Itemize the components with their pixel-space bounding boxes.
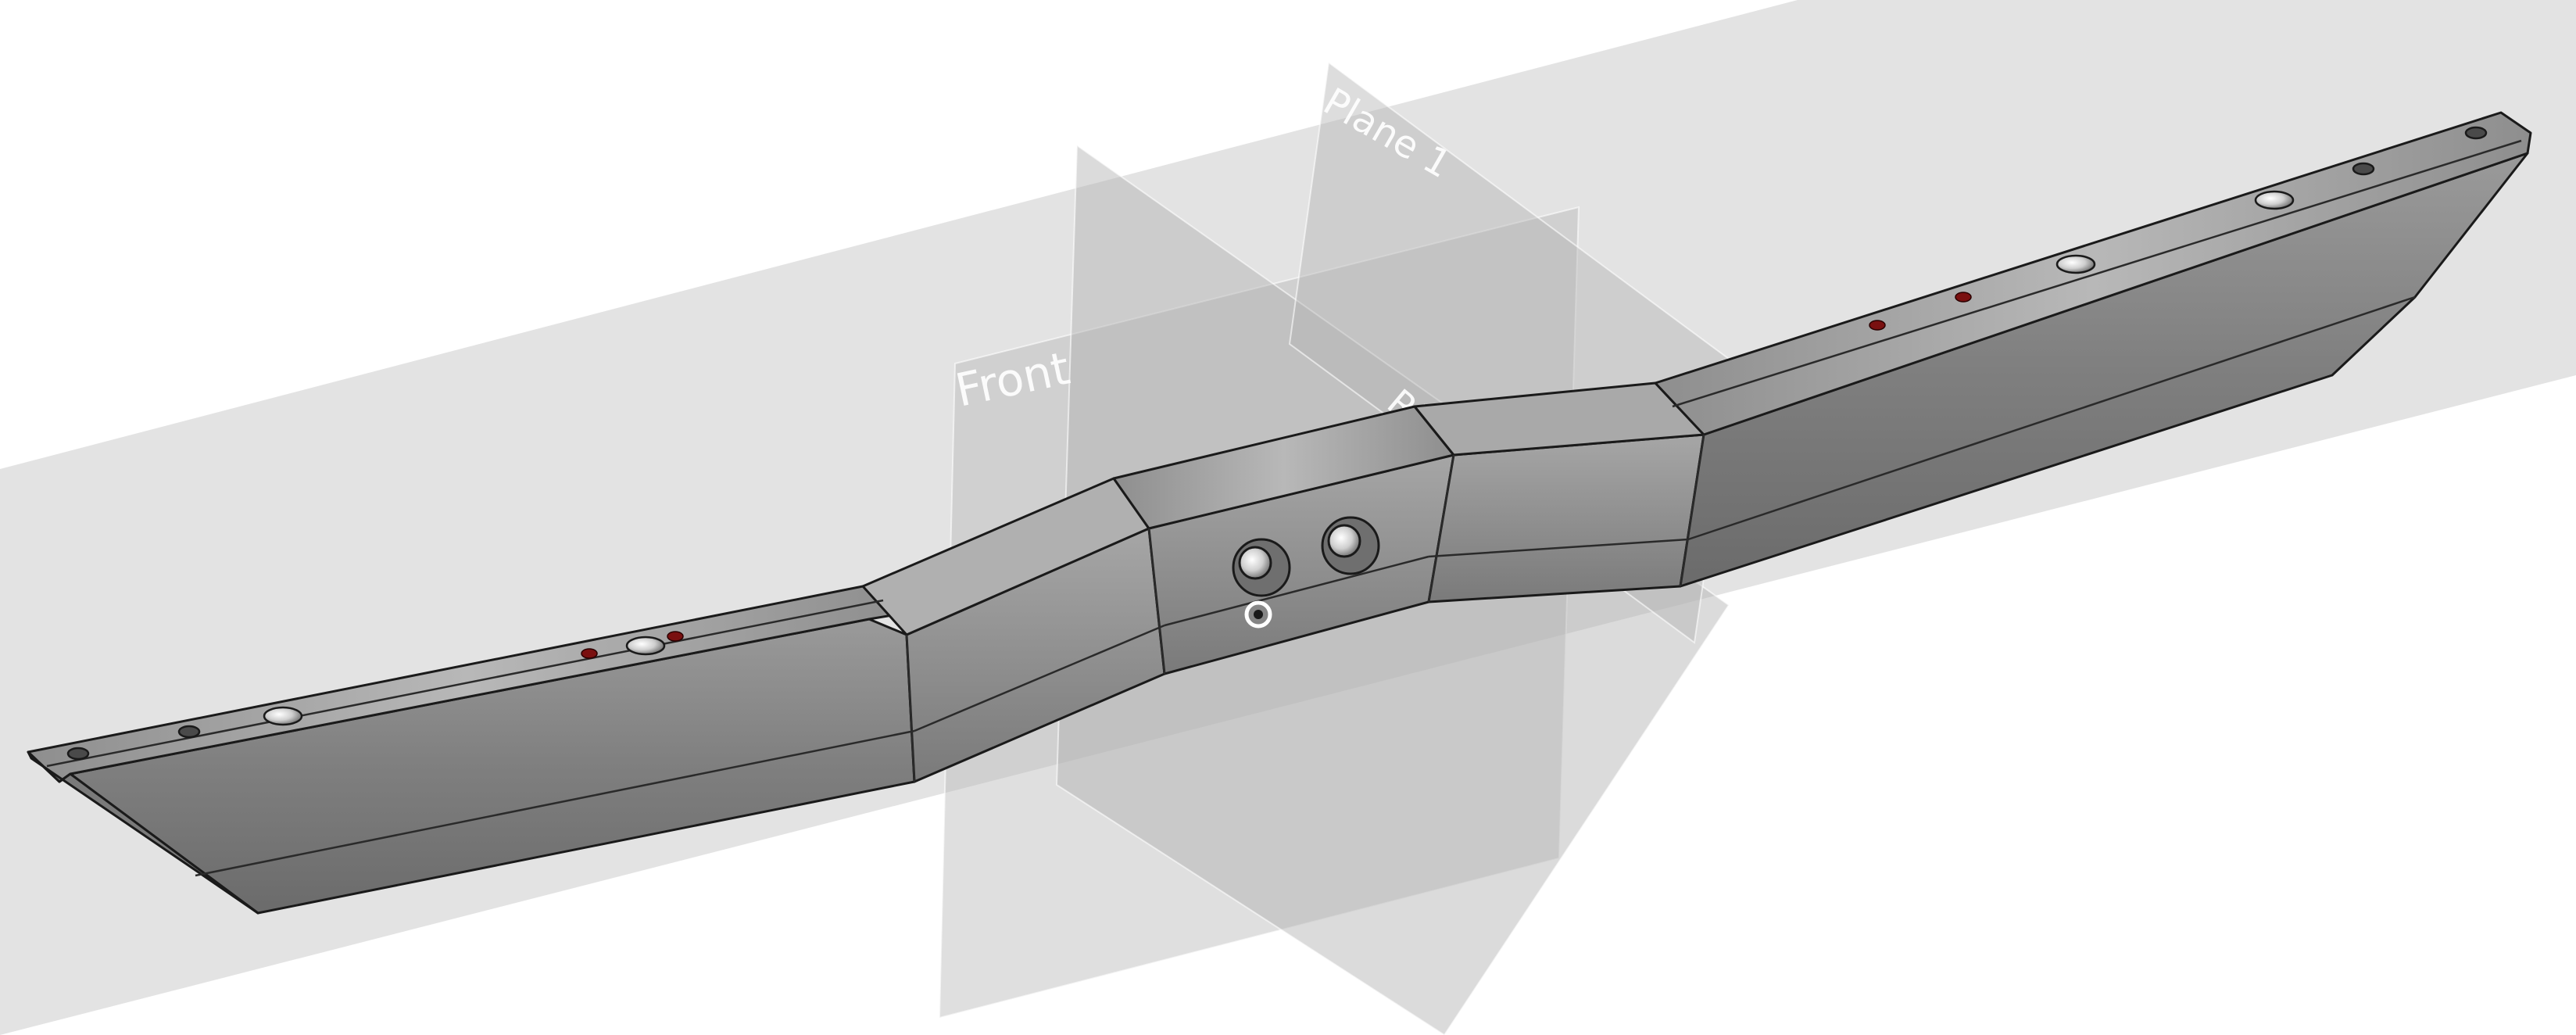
left-arm-holes [66, 636, 666, 761]
right-arm-top-face[interactable] [1654, 111, 2532, 436]
hole[interactable] [2464, 126, 2488, 140]
left-arm-pin-markers [581, 631, 684, 659]
pin-hole[interactable] [1955, 292, 1972, 303]
pin-hole[interactable] [581, 648, 598, 659]
counterbore-hole[interactable] [2254, 190, 2295, 210]
counterbore-hole[interactable] [625, 636, 666, 656]
pin-hole[interactable] [667, 631, 684, 642]
hole[interactable] [177, 725, 201, 739]
hole[interactable] [66, 747, 90, 761]
hole[interactable] [2352, 162, 2375, 176]
center-boss-hole-left-inner[interactable] [1238, 546, 1272, 580]
pin-hole[interactable] [1869, 320, 1886, 331]
right-transition-side[interactable] [1427, 433, 1705, 603]
counterbore-hole[interactable] [263, 706, 303, 726]
right-arm-holes [2055, 126, 2488, 274]
center-boss-hole-right-inner[interactable] [1327, 524, 1361, 558]
center-holes [1232, 516, 1380, 597]
right-arm-pin-markers [1869, 292, 1972, 331]
left-end-cap[interactable] [27, 750, 259, 915]
counterbore-hole[interactable] [2055, 254, 2096, 274]
origin-indicator-icon[interactable] [1244, 600, 1272, 629]
part-feature-lines [46, 139, 2522, 877]
